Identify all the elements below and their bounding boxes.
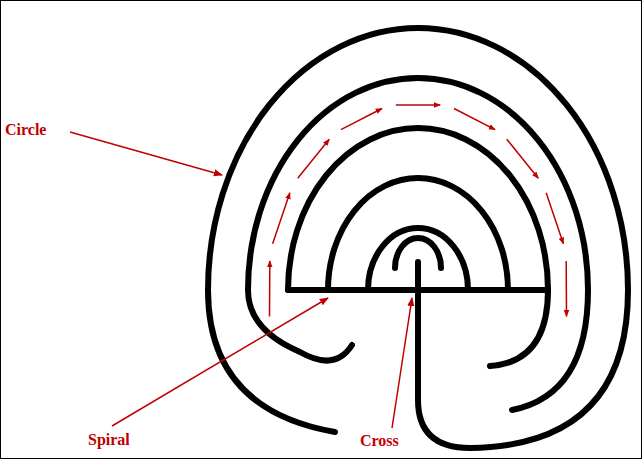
path-arrow bbox=[269, 261, 271, 316]
path-arrow bbox=[396, 104, 440, 106]
leader-line bbox=[70, 132, 222, 175]
path-arrow bbox=[298, 139, 330, 178]
cross-bar bbox=[288, 287, 548, 293]
part-label: Circle bbox=[5, 121, 46, 139]
fourth-wall bbox=[328, 178, 508, 290]
path-arrow bbox=[454, 108, 495, 129]
leader-lines bbox=[70, 132, 412, 428]
path-arrow bbox=[546, 193, 563, 244]
path-arrow bbox=[565, 261, 567, 316]
second-wall bbox=[248, 78, 588, 410]
part-label: Spiral bbox=[88, 431, 130, 449]
outer-wall bbox=[208, 28, 628, 448]
labyrinth-walls bbox=[208, 28, 628, 448]
leader-line bbox=[392, 298, 412, 428]
path-arrows bbox=[270, 105, 567, 316]
third-wall bbox=[288, 128, 548, 366]
path-arrow bbox=[507, 139, 539, 178]
leader-line bbox=[112, 298, 328, 426]
part-label: Cross bbox=[360, 432, 399, 450]
fifth-wall bbox=[368, 228, 468, 290]
path-arrow bbox=[341, 108, 382, 129]
path-arrow bbox=[273, 193, 290, 244]
inner-arch bbox=[395, 238, 441, 268]
